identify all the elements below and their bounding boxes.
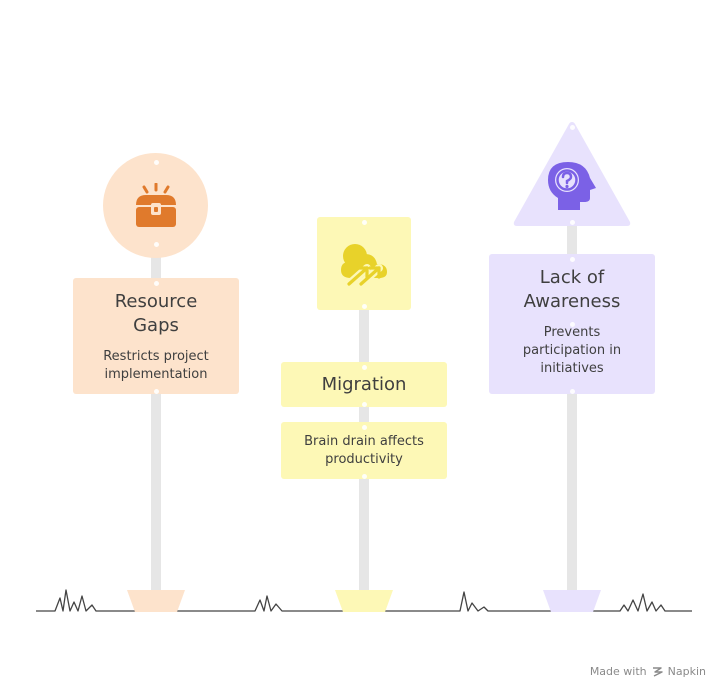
- pin-dot: [362, 474, 367, 479]
- pin-dot: [154, 242, 159, 247]
- weather-arrows-icon: [337, 238, 391, 292]
- sign-title: Lack of Awareness: [523, 267, 621, 312]
- pin-dot: [362, 220, 367, 225]
- pin-dot: [154, 281, 159, 286]
- base-lack-of-awareness: [543, 590, 601, 612]
- sign-resource-gaps: Resource Gaps Restricts project implemen…: [73, 278, 239, 394]
- sign-title: Migration: [321, 373, 407, 395]
- watermark-brand: Napkin: [667, 665, 706, 678]
- base-migration: [335, 590, 393, 612]
- pin-dot: [154, 160, 159, 165]
- base-resource-gaps: [127, 590, 185, 612]
- sign-description: Prevents participation in initiatives: [522, 325, 622, 376]
- pin-dot: [570, 220, 575, 225]
- head-question-icon: [546, 160, 598, 214]
- pin-dot: [570, 125, 575, 130]
- circle-sign-resource-gaps: [103, 153, 208, 258]
- pin-dot: [570, 257, 575, 262]
- pin-dot: [570, 389, 575, 394]
- treasure-chest-icon: [130, 182, 182, 235]
- pin-dot: [362, 365, 367, 370]
- sign-title: Resource Gaps: [114, 291, 198, 336]
- pin-dot: [362, 304, 367, 309]
- pin-dot: [154, 389, 159, 394]
- pin-dot: [362, 402, 367, 407]
- square-sign-migration: [317, 217, 411, 310]
- napkin-logo-icon: [652, 666, 663, 677]
- pin-dot: [570, 322, 575, 327]
- sign-migration-description: Brain drain affects productivity: [281, 422, 447, 479]
- watermark-prefix: Made with: [589, 665, 647, 678]
- pole-resource-gaps: [151, 250, 161, 590]
- sign-description: Brain drain affects productivity: [304, 433, 424, 467]
- pole-lack-of-awareness: [567, 220, 577, 590]
- napkin-watermark: Made with Napkin: [590, 665, 706, 678]
- sign-description: Restricts project implementation: [103, 349, 209, 382]
- pin-dot: [362, 425, 367, 430]
